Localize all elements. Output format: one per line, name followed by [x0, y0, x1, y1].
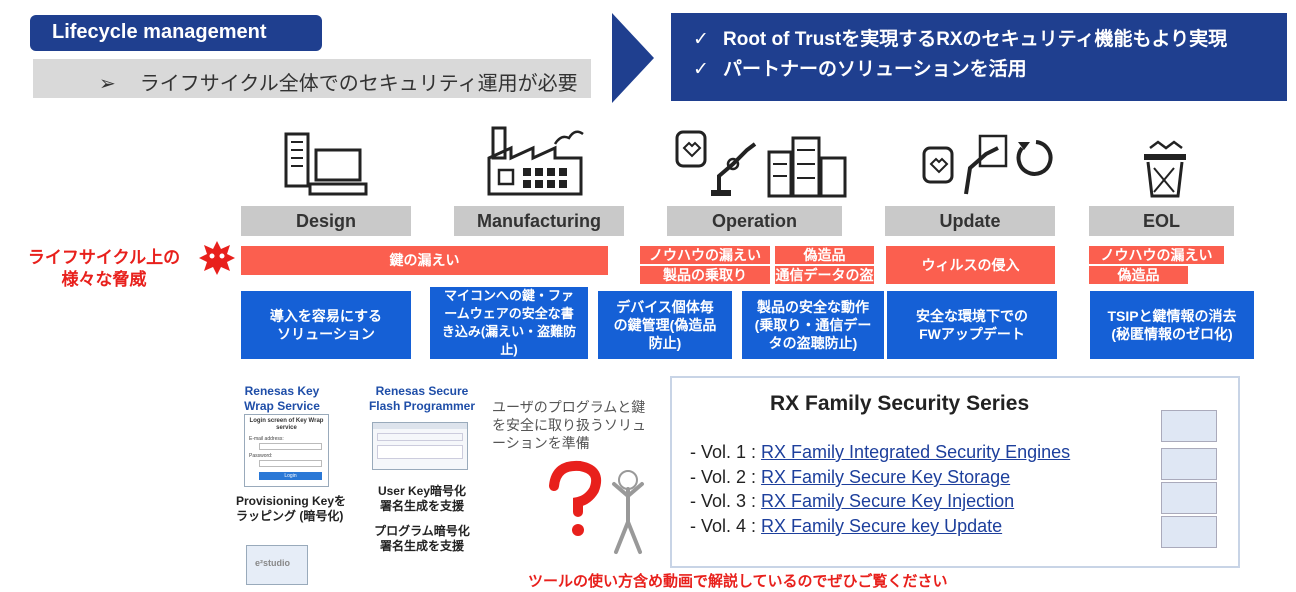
bullet-arrow-icon: ➢ [99, 73, 116, 95]
check-icon: ✓ [693, 59, 709, 80]
solution-manufacturing: マイコンへの鍵・ファームウェアの安全な書き込み(漏えい・盗難防止) [430, 287, 588, 359]
key-wrap-service-title: Renesas Key Wrap Service [244, 384, 320, 413]
threat-eol-counterfeit: 偽造品 [1089, 266, 1188, 284]
series-item: - Vol. 2 : RX Family Secure Key Storage [690, 467, 1010, 488]
stage-label-update: Update [885, 206, 1055, 236]
stage-label-design: Design [241, 206, 411, 236]
threats-title-line-1: ライフサイクル上の [27, 248, 181, 267]
factory-icon [480, 118, 590, 198]
lifecycle-subtitle-text: ライフサイクル全体でのセキュリティ運用が必要 [139, 73, 578, 95]
threat-knowhow-leak: ノウハウの漏えい [640, 246, 770, 264]
solution-operation-2: 製品の安全な動作(乗取り・通信データの盗聴防止) [742, 291, 884, 359]
threat-key-leak: 鍵の漏えい [241, 246, 608, 275]
series-item: - Vol. 1 : RX Family Integrated Security… [690, 442, 1070, 463]
stage-label-manufacturing: Manufacturing [454, 206, 624, 236]
security-series-box [670, 376, 1240, 568]
key-wrap-email-label: E-mail address: [249, 436, 284, 442]
secure-flash-programmer-title: Renesas Secure Flash Programmer [368, 384, 476, 413]
threats-title-line-2: 様々な脅威 [61, 270, 147, 289]
series-item: - Vol. 3 : RX Family Secure Key Injectio… [690, 491, 1014, 512]
solution-operation-1: デバイス個体毎の鍵管理(偽造品防止) [598, 291, 732, 359]
video-thumbnail-vol1[interactable] [1161, 410, 1217, 442]
series-item-prefix: - Vol. 2 : [690, 467, 762, 487]
smartwatch-robot-city-icon [668, 118, 868, 198]
lifecycle-badge: Lifecycle management [30, 15, 322, 51]
video-guide-note: ツールの使い方含め動画で解説しているのでぜひご覧ください [528, 573, 948, 590]
threat-product-takeover: 製品の乗取り [640, 266, 770, 284]
key-wrap-login-button[interactable]: Login [259, 472, 322, 480]
stage-label-operation: Operation [667, 206, 842, 236]
e2studio-label: e²studio [255, 558, 290, 568]
solution-eol: TSIPと鍵情報の消去(秘匿情報のゼロ化) [1090, 291, 1254, 359]
series-link-vol2[interactable]: RX Family Secure Key Storage [761, 467, 1011, 487]
sfp-caption-user-key: User Key暗号化署名生成を支援 [377, 484, 467, 513]
key-wrap-login-screenshot: Login screen of Key Wrap service E-mail … [244, 414, 329, 487]
solution-update: 安全な環境下でのFWアップデート [887, 291, 1057, 359]
series-item-prefix: - Vol. 1 : [690, 442, 762, 462]
user-solution-note: ユーザのプログラムと鍵を安全に取り扱うソリューションを準備 [492, 399, 646, 451]
video-thumbnail-vol3[interactable] [1161, 482, 1217, 514]
stage-label-eol: EOL [1089, 206, 1234, 236]
series-link-vol3[interactable]: RX Family Secure Key Injection [761, 491, 1015, 511]
threat-comm-eavesdrop: 通信データの盗聴 [775, 266, 874, 301]
threat-virus: ウィルスの侵入 [886, 246, 1055, 284]
threat-eol-knowhow-leak: ノウハウの漏えい [1089, 246, 1224, 264]
key-wrap-password-field[interactable] [259, 460, 322, 467]
key-wrap-screen-title: Login screen of Key Wrap service [249, 418, 324, 431]
check-icon: ✓ [693, 29, 709, 50]
office-computer-icon [270, 118, 380, 198]
series-item-prefix: - Vol. 4 : [690, 516, 762, 536]
series-link-vol1[interactable]: RX Family Integrated Security Engines [761, 442, 1071, 462]
key-wrap-email-field[interactable] [259, 443, 322, 450]
threats-title: ライフサイクル上の 様々な脅威 [4, 247, 204, 291]
rot-summary-box: ✓ Root of Trustを実現するRXのセキュリティ機能もより実現 ✓ パート… [671, 13, 1287, 101]
series-item: - Vol. 4 : RX Family Secure key Update [690, 516, 1002, 537]
warning-burst-icon [199, 241, 235, 275]
solution-design: 導入を容易にするソリューション [241, 291, 411, 359]
series-item-prefix: - Vol. 3 : [690, 491, 762, 511]
key-wrap-caption: Provisioning Keyをラッピング (暗号化) [236, 494, 347, 523]
trash-bin-icon [1110, 118, 1220, 198]
e2studio-thumbnail: e²studio [246, 545, 308, 585]
secure-flash-programmer-screenshot [372, 422, 468, 470]
threat-counterfeit: 偽造品 [775, 246, 874, 264]
rot-line-2: パートナーのソリューションを活用 [723, 59, 1027, 80]
rot-line-1: Root of Trustを実現するRXのセキュリティ機能もより実現 [723, 29, 1228, 50]
sfp-caption-program: プログラム暗号化署名生成を支援 [374, 524, 470, 553]
key-wrap-password-label: Password: [249, 453, 273, 459]
video-thumbnail-vol2[interactable] [1161, 448, 1217, 480]
device-update-refresh-icon [915, 118, 1065, 198]
arrow-right-icon [612, 13, 654, 103]
video-thumbnail-vol4[interactable] [1161, 516, 1217, 548]
security-series-title: RX Family Security Series [770, 392, 1030, 415]
lifecycle-subtitle: ➢ ライフサイクル全体でのセキュリティ運用が必要 [33, 59, 591, 98]
confused-person-question-icon [549, 460, 644, 554]
series-link-vol4[interactable]: RX Family Secure key Update [761, 516, 1003, 536]
